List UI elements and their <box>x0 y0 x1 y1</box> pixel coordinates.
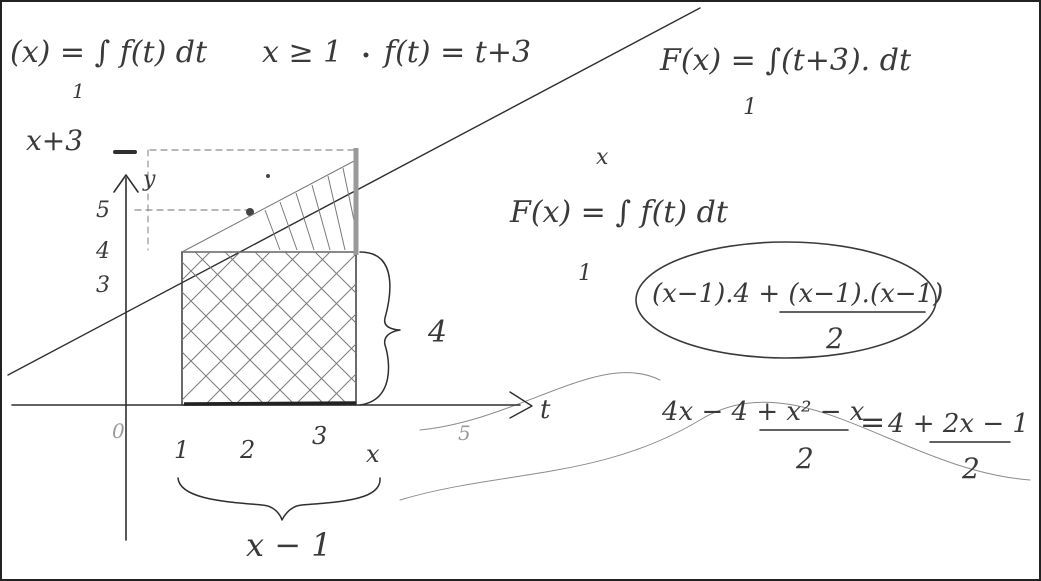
top-definition: (x) = ∫ f(t) dt <box>10 35 208 70</box>
x-tick-3: 3 <box>312 422 327 450</box>
point-marker <box>266 174 270 178</box>
line-label: x+3 <box>26 124 83 157</box>
bottom-brace <box>177 477 381 521</box>
middle-integral: F(x) = ∫ f(t) dt <box>509 195 729 230</box>
top-function: f(t) = t+3 <box>382 35 531 70</box>
final-part2-numerator: 4 + 2x − 1 <box>887 409 1029 439</box>
top-lower-bound: 1 <box>72 79 85 103</box>
y-axis-label: y <box>142 167 156 192</box>
x-tick-5: 5 <box>458 421 471 445</box>
rectangle-crosshatch <box>181 251 357 406</box>
x-axis-label: t <box>540 395 551 425</box>
final-equals: = <box>860 405 885 440</box>
final-part1-numerator: 4x − 4 + x² − x <box>661 397 865 427</box>
origin-label: 0 <box>112 419 125 443</box>
right-brace-label: 4 <box>427 315 447 350</box>
separator-dot <box>363 52 369 58</box>
circled-numerator: (x−1).4 + (x−1).(x−1) <box>652 279 943 309</box>
middle-lower-bound: 1 <box>578 261 592 286</box>
x-axis-arrow <box>509 391 533 419</box>
middle-upper-bound: x <box>596 145 609 170</box>
y-tick-5: 5 <box>96 198 110 223</box>
show-through-mark <box>419 372 661 431</box>
top-condition: x ≥ 1 <box>262 35 342 70</box>
base-underline <box>183 401 357 406</box>
final-part2-denominator: 2 <box>961 452 980 485</box>
x-tick-x: x <box>366 440 380 468</box>
top-right-lower-bound: 1 <box>743 95 757 120</box>
top-right-integral: F(x) = ∫(t+3). dt <box>659 43 912 78</box>
right-brace <box>359 251 401 406</box>
x-tick-1: 1 <box>174 436 189 464</box>
final-part1-denominator: 2 <box>795 442 814 475</box>
show-through-mark <box>399 401 1031 501</box>
point-marker <box>246 208 254 216</box>
circled-denominator: 2 <box>825 322 844 355</box>
bottom-brace-label: x − 1 <box>246 526 332 564</box>
y-axis-arrow <box>113 174 139 193</box>
expression-circle <box>635 241 937 359</box>
y-tick-3: 3 <box>96 273 110 298</box>
y-tick-4: 4 <box>95 239 110 264</box>
x-tick-2: 2 <box>239 436 255 464</box>
triangle-hatching <box>264 167 357 251</box>
